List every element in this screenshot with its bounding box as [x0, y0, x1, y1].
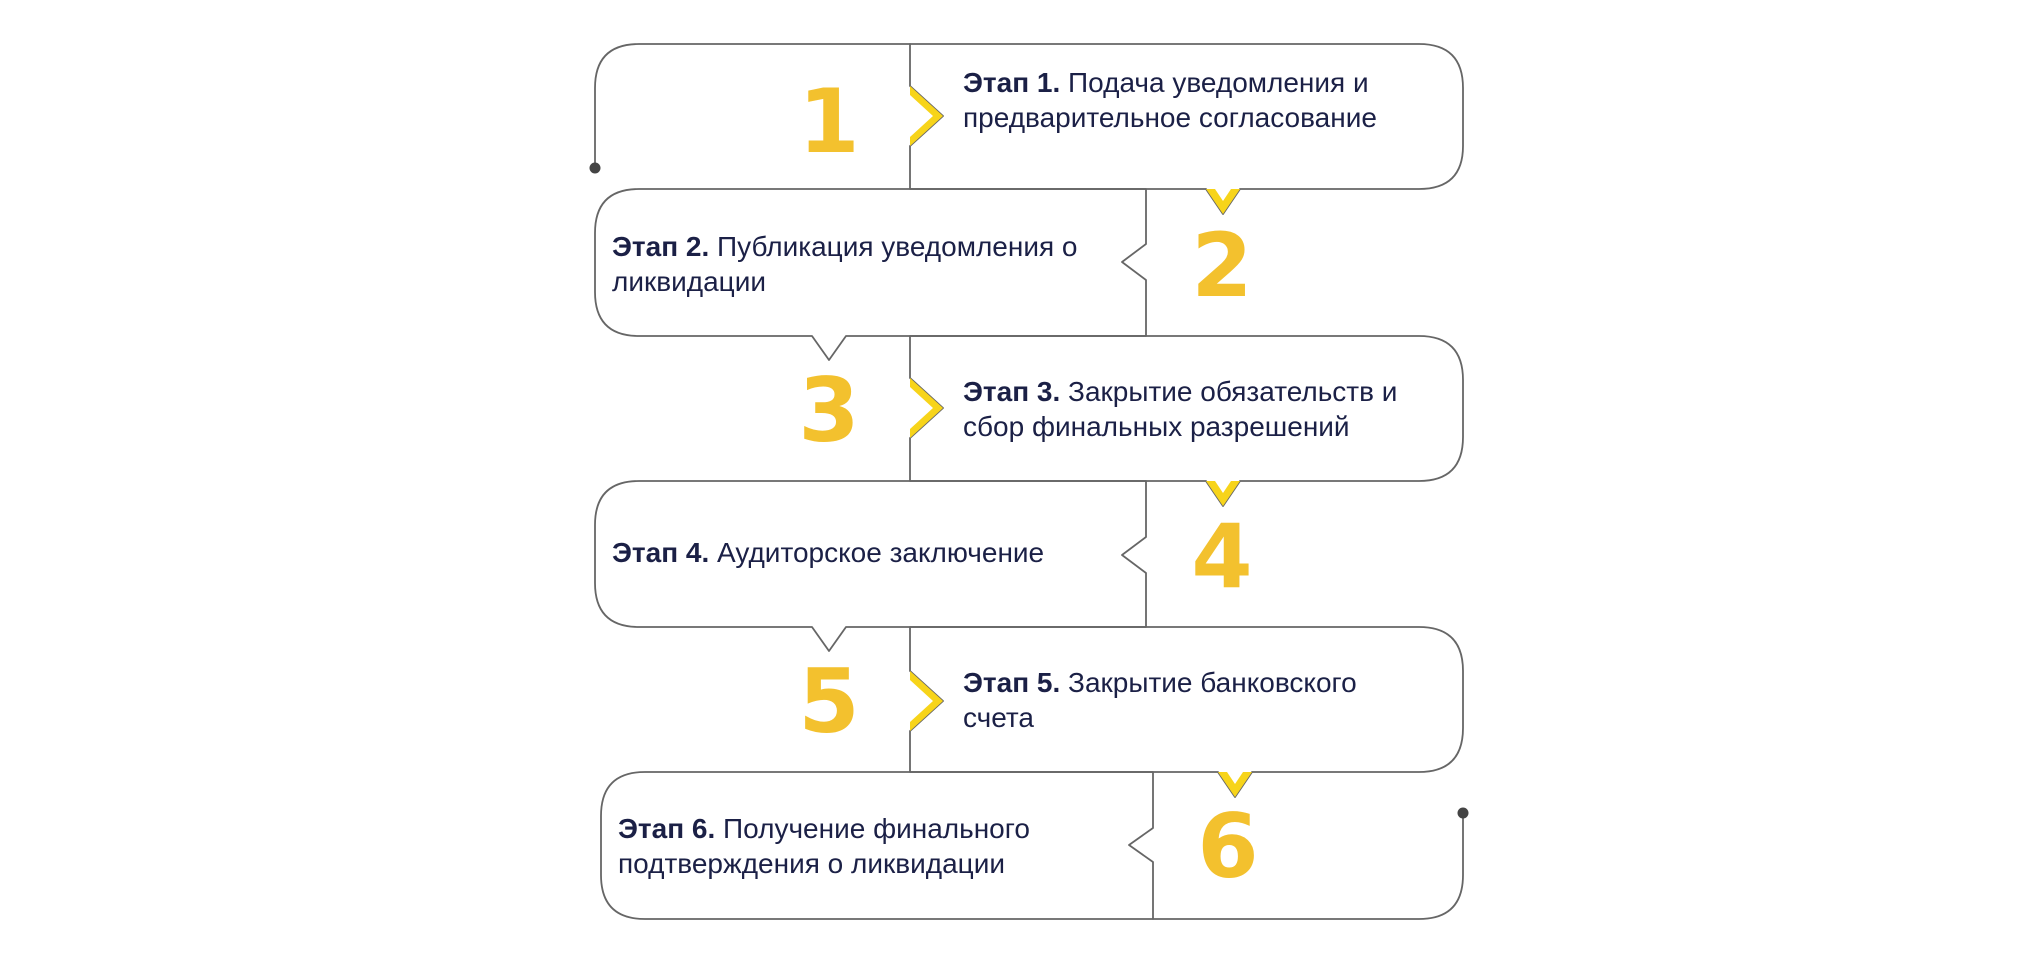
step-3-arrow: [910, 378, 943, 438]
end-connector-line: [1152, 814, 1464, 920]
step-4-description: Аудиторское заключение: [717, 537, 1045, 568]
step-6-text: Этап 6. Получение финального подтвержден…: [618, 811, 1108, 881]
step-1-description: Подача уведомления и предварительное сог…: [963, 67, 1377, 133]
step-5-text: Этап 5. Закрытие банковского счета: [963, 665, 1433, 735]
step-6-number: 6: [1197, 795, 1259, 898]
step-1-text: Этап 1. Подача уведомления и предварител…: [963, 65, 1433, 135]
step-2-prefix: Этап 2.: [612, 231, 710, 262]
step-3-frame: [909, 335, 1464, 507]
step-1-number: 1: [798, 70, 860, 173]
step-1-prefix: Этап 1.: [963, 67, 1061, 98]
step-2-text: Этап 2. Публикация уведомления о ликвида…: [612, 229, 1112, 299]
step-1-frame: [909, 43, 1464, 215]
step-4-number: 4: [1191, 505, 1253, 608]
step-2-number: 2: [1191, 214, 1253, 317]
step-4-frame: [594, 480, 1147, 652]
step-1-arrow: [910, 86, 943, 146]
step-3-description: Закрытие обязательств и сбор финальных р…: [963, 376, 1398, 442]
step-3-prefix: Этап 3.: [963, 376, 1061, 407]
start-dot: [589, 162, 601, 174]
step-3-text: Этап 3. Закрытие обязательств и сбор фин…: [963, 374, 1443, 444]
step-4-text: Этап 4. Аудиторское заключение: [612, 535, 1112, 570]
step-5-prefix: Этап 5.: [963, 667, 1061, 698]
end-dot: [1457, 807, 1469, 819]
step-6-frame: [600, 771, 1154, 920]
step-6-description: Получение финального подтверждения о лик…: [618, 813, 1030, 879]
step-5-arrow: [910, 671, 943, 731]
step-6-prefix: Этап 6.: [618, 813, 716, 844]
step-2-arrow: [1206, 189, 1240, 214]
step-4-prefix: Этап 4.: [612, 537, 710, 568]
step-3-number: 3: [798, 359, 860, 462]
step-5-frame: [909, 626, 1464, 798]
start-connector-line: [594, 43, 911, 169]
step-6-arrow: [1218, 772, 1252, 797]
step-5-number: 5: [798, 650, 860, 753]
step-5-description: Закрытие банковского счета: [963, 667, 1357, 733]
step-4-arrow: [1206, 481, 1240, 506]
step-2-description: Публикация уведомления о ликвидации: [612, 231, 1078, 297]
step-2-frame: [594, 188, 1147, 361]
